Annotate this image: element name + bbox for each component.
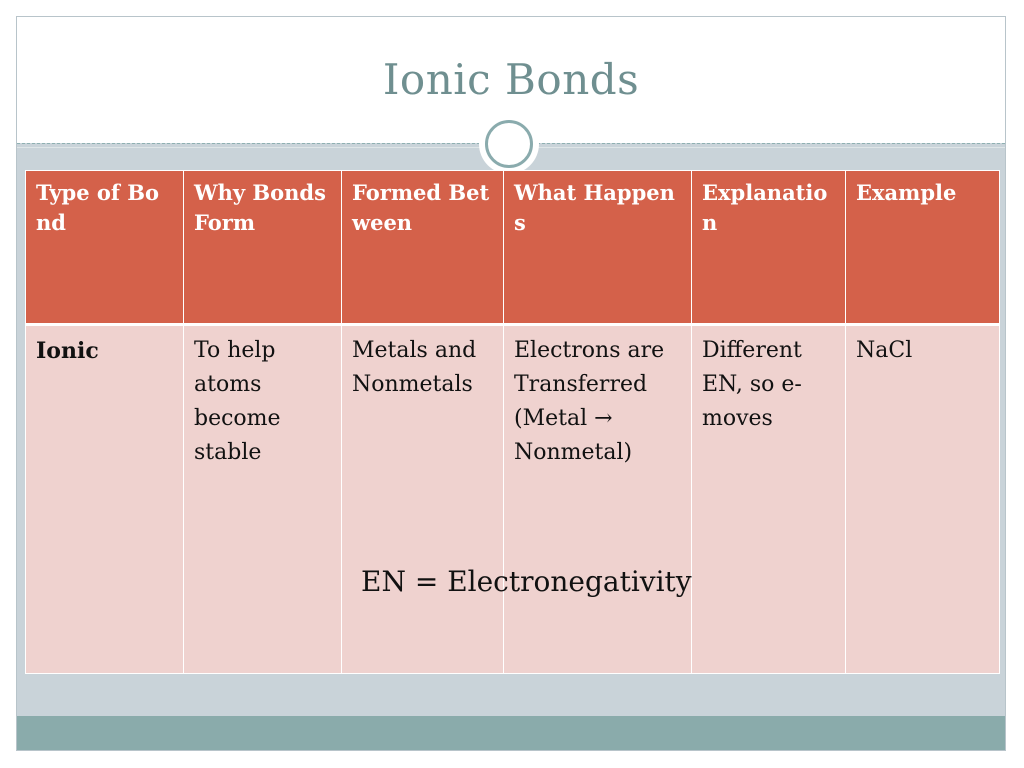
circle-ring-icon [479,114,539,174]
bottom-bar [17,716,1005,750]
table-header-row: Type of Bond Why Bonds Form Formed Betwe… [25,170,1000,326]
slide-title: Ionic Bonds [382,55,640,104]
header-example: Example [845,170,1000,326]
cell-what-happens: Electrons are Transferred (Metal → Nonme… [503,324,692,674]
header-what-happens: What Happens [503,170,692,326]
header-type-of-bond: Type of Bond [25,170,184,326]
header-formed-between: Formed Between [341,170,504,326]
header-why-bonds-form: Why Bonds Form [183,170,342,326]
cell-example: NaCl [845,324,1000,674]
en-definition-note: EN = Electronegativity [361,565,692,598]
table-row: Ionic To help atoms become stable Metals… [25,324,1000,674]
slide: Ionic Bonds Type of Bond Why Bonds Form … [16,16,1006,751]
circle-ring-inner [485,120,533,168]
cell-explanation: Different EN, so e- moves [691,324,846,674]
cell-formed-between: Metals and Nonmetals [341,324,504,674]
cell-bond-type: Ionic [25,324,184,674]
header-explanation: Explanation [691,170,846,326]
bond-table: Type of Bond Why Bonds Form Formed Betwe… [25,170,1000,674]
cell-why-bonds-form: To help atoms become stable [183,324,342,674]
